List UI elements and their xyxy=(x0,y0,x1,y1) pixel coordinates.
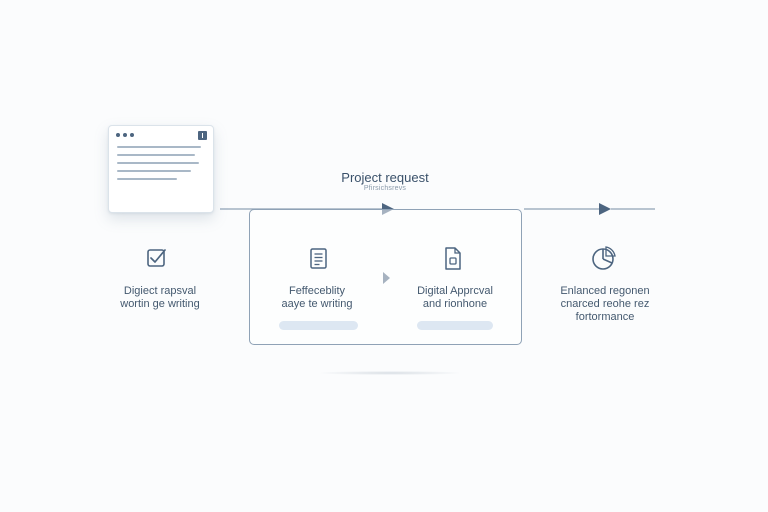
progress-pill xyxy=(417,321,493,330)
step-label-line: aaye te writing xyxy=(281,298,353,310)
step-label-line: Digiect rapsval xyxy=(123,285,197,297)
step-label-line: and rionhone xyxy=(422,298,488,310)
file-icon xyxy=(445,247,461,270)
dot xyxy=(116,133,120,137)
step-label-1: Digiect rapsval wortin ge writing xyxy=(95,285,225,311)
step-label-3: Digital Apprcval and rionhone xyxy=(390,285,520,311)
browser-window-icon xyxy=(108,125,214,213)
text-line xyxy=(117,162,199,164)
text-line xyxy=(117,170,191,172)
arrow-right-icon xyxy=(599,203,611,215)
step-label-line: Digital Apprcval xyxy=(417,285,493,297)
dot xyxy=(123,133,127,137)
step-label-2: Feffeceblity aaye te writing xyxy=(252,285,382,311)
document-icon xyxy=(310,248,327,269)
step-label-4: Enlanced regonen cnarced reohe rez forto… xyxy=(535,285,675,324)
text-line xyxy=(117,154,195,156)
step-label-line: Enlanced regonen xyxy=(560,285,650,297)
window-dots xyxy=(116,133,134,137)
diagram-subtitle: Pfirsichsrevs xyxy=(363,185,407,192)
step-label-line: Feffeceblity xyxy=(288,285,346,297)
floor-shadow xyxy=(320,371,460,375)
diagram-title: Project request xyxy=(341,170,429,185)
dot xyxy=(130,133,134,137)
progress-pill xyxy=(279,321,358,330)
checkbox-icon xyxy=(147,249,166,267)
pie-chart-icon xyxy=(592,246,616,270)
text-line xyxy=(117,178,177,180)
step-label-line: wortin ge writing xyxy=(120,298,200,310)
step-label-line: fortormance xyxy=(575,311,635,323)
window-badge-icon xyxy=(198,131,207,140)
text-line xyxy=(117,146,201,148)
step-label-line: cnarced reohe rez xyxy=(560,298,650,310)
